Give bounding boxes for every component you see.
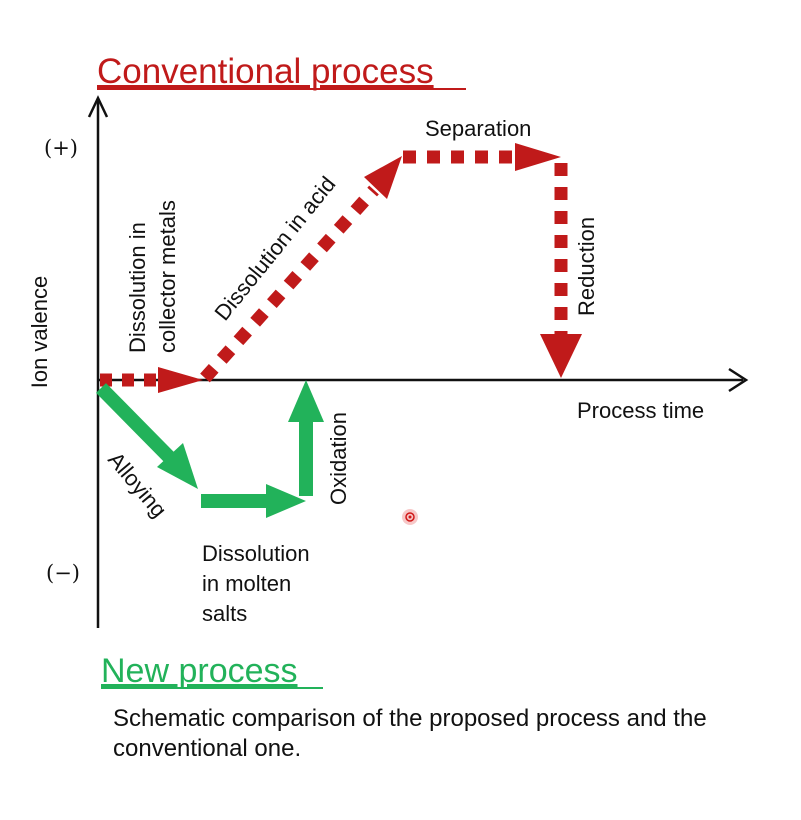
new-path (96, 380, 324, 518)
axes (87, 95, 749, 628)
figure-caption: Schematic comparison of the proposed pro… (113, 705, 707, 762)
new-step3-label: Oxidation (326, 412, 351, 505)
new-step1-line (96, 383, 175, 463)
conventional-step3-arrowhead (515, 143, 561, 171)
conventional-step2-arrowhead (364, 156, 402, 199)
new-step1-arrowhead (157, 443, 198, 489)
conventional-step2-line (200, 185, 379, 383)
conventional-step1-arrowhead (158, 367, 203, 393)
new-process-title: New process (101, 652, 298, 690)
y-axis-arrowhead (87, 95, 109, 118)
new-step3-arrowhead (288, 380, 324, 422)
x-axis-arrowhead (728, 367, 749, 393)
conventional-step4-label: Reduction (574, 217, 599, 316)
x-axis-label: Process time (577, 398, 704, 423)
new-step2-arrowhead (266, 484, 306, 518)
new-step2-label: Dissolution in molten salts (202, 541, 316, 626)
conventional-step3-label: Separation (425, 116, 531, 141)
conventional-path (100, 143, 582, 393)
y-axis-label: Ion valence (27, 276, 52, 389)
plus-valence-label: (+) (44, 136, 78, 160)
conventional-step1-label: Dissolution in collector metals (125, 200, 180, 353)
conventional-step4-arrowhead (540, 334, 582, 378)
pointer-dot (402, 509, 418, 525)
conventional-process-title: Conventional process (97, 52, 434, 91)
minus-valence-label: (−) (46, 561, 80, 585)
